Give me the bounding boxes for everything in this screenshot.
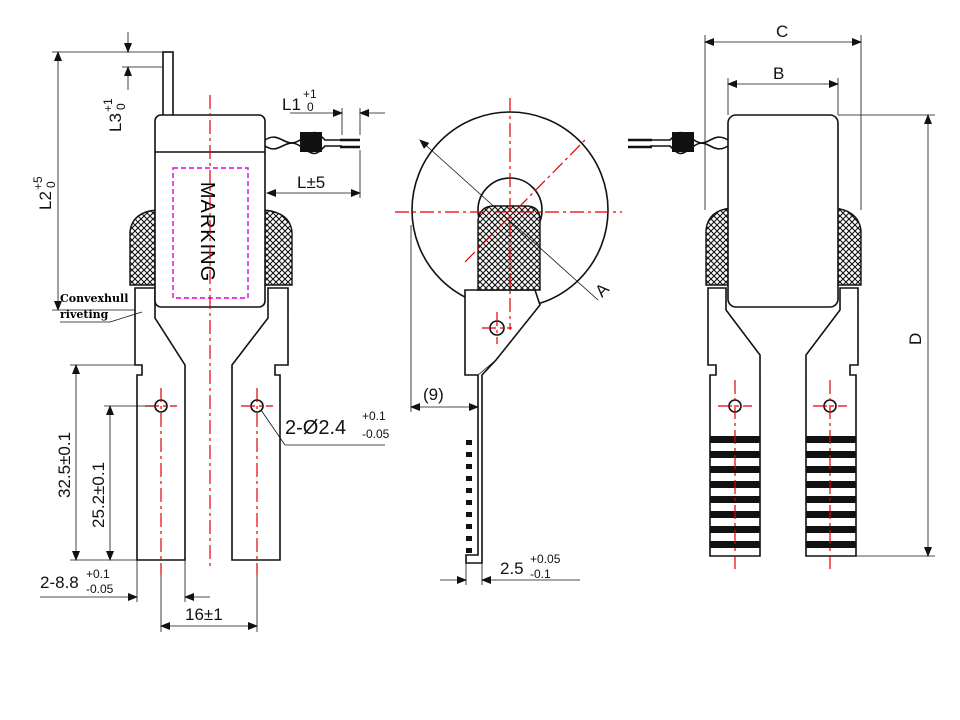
l3-tol-lower: 0 [114,103,128,110]
front-view: MARKING [129,51,360,575]
right-stripes-right [806,436,856,548]
width-8-8-tol-lower: -0.05 [86,582,114,596]
side-terminal-plate [464,289,541,564]
l3-tol-upper: +1 [101,98,115,112]
l1-tol-upper: +1 [303,87,317,101]
front-dimensions: L3 +1 0 L2 +5 0 L1 +1 0 L±5 Convexhull r… [31,32,390,632]
dim-nine: (9) [423,385,444,404]
thickness-label: 2.5 [500,559,524,578]
front-wire-lead [162,51,174,118]
front-lead-right [231,287,289,561]
side-view: A (9) 2.5 +0.05 -0.1 [395,98,622,585]
l1-label: L1 [282,95,301,114]
side-terminal-teeth [466,440,472,553]
l2-tol-upper: +5 [31,176,45,190]
convexhull-note-line1: Convexhull [60,292,128,305]
front-coil-left [129,209,158,286]
l2-tol-lower: 0 [44,181,58,188]
right-dimensions: C B D [704,22,935,557]
l2-label: L2 [36,191,55,210]
marking-label: MARKING [196,182,218,282]
thickness-tol-upper: +0.05 [530,552,561,566]
l1-tol-lower: 0 [307,100,314,114]
dim-b: B [773,64,784,83]
hole-tol-upper: +0.1 [362,409,386,423]
l3-label: L3 [106,113,125,132]
convexhull-note-line2: riveting [60,308,109,321]
pitch-16: 16±1 [185,605,223,624]
dim-32-5: 32.5±0.1 [55,432,74,498]
right-view [628,114,862,572]
dim-d: D [906,333,925,345]
l-tol-label: L±5 [297,173,325,192]
width-8-8: 2-8.8 [40,573,79,592]
right-lead-left [707,287,761,557]
width-8-8-tol-upper: +0.1 [86,567,110,581]
thickness-tol-lower: -0.1 [530,567,551,581]
front-lead-left [134,287,186,561]
right-wire-sleeve [672,132,694,152]
dim-25-2: 25.2±0.1 [89,462,108,528]
dim-c: C [776,22,788,41]
front-coil-right [262,209,293,286]
hole-callout: 2-Ø2.4 [285,417,346,439]
front-wire-sleeve [300,132,322,152]
hole-tol-lower: -0.05 [362,427,390,441]
right-body [727,114,839,308]
side-winding [477,205,541,291]
